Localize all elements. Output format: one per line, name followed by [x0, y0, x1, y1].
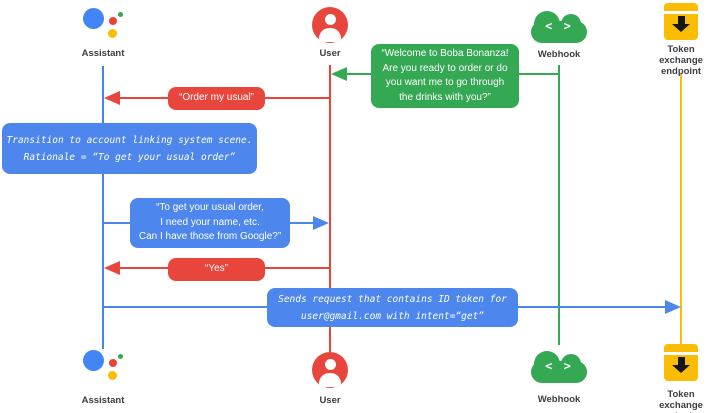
assistant-label-bottom: Assistant	[81, 395, 125, 406]
webhook-cloud-icon: < >	[531, 345, 587, 383]
token-exchange-endpoint-icon	[664, 3, 698, 40]
order-arrowhead-icon	[104, 91, 120, 105]
code-brackets-glyph: < >	[545, 19, 573, 33]
webhook-cloud-icon: < >	[531, 5, 587, 43]
welcome-arrowhead-icon	[331, 67, 347, 81]
ask-arrowhead-icon	[313, 216, 329, 230]
send-request-arrowhead-icon	[665, 300, 681, 314]
send-request-note-bubble: Sends request that contains ID token for…	[267, 288, 518, 327]
token-endpoint-lifeline	[680, 73, 682, 344]
ask-message-bubble: “To get your usual order, I need your na…	[130, 198, 290, 248]
token-endpoint-label-top: Token exchange endpoint	[659, 44, 703, 77]
user-label-bottom: User	[319, 395, 341, 406]
user-icon	[312, 352, 348, 388]
welcome-message-bubble: “Welcome to Boba Bonanza! Are you ready …	[371, 44, 519, 108]
transition-note-bubble: Transition to account linking system sce…	[2, 123, 257, 174]
google-assistant-logo-icon	[81, 347, 125, 383]
webhook-lifeline	[558, 65, 560, 345]
yes-arrowhead-icon	[104, 261, 120, 275]
yes-message-bubble: “Yes”	[168, 258, 265, 281]
webhook-label-bottom: Webhook	[537, 394, 581, 405]
google-assistant-logo-icon	[81, 5, 125, 41]
webhook-label-top: Webhook	[537, 49, 581, 60]
code-brackets-glyph: < >	[545, 359, 573, 373]
order-message-bubble: “Order my usual”	[168, 87, 265, 110]
assistant-label-top: Assistant	[81, 48, 125, 59]
token-exchange-endpoint-icon	[664, 344, 698, 381]
user-icon	[312, 7, 348, 43]
assistant-lifeline	[102, 66, 104, 349]
token-endpoint-label-bottom: Token exchange endpoint	[659, 389, 703, 413]
user-label-top: User	[319, 48, 341, 59]
user-lifeline	[329, 65, 331, 352]
